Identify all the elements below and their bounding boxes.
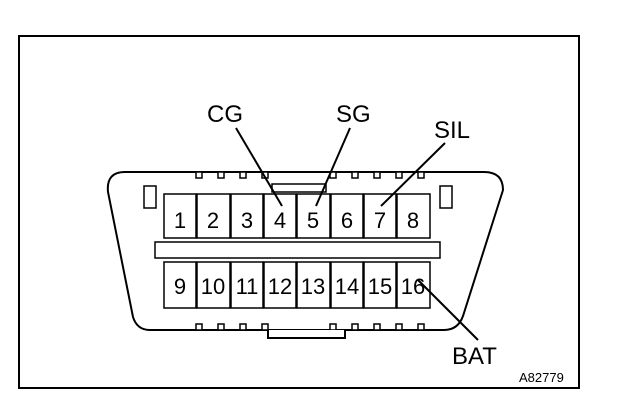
pin-number: 2 — [207, 208, 219, 233]
pin-number: 7 — [374, 208, 386, 233]
sil-label: SIL — [434, 117, 470, 144]
top-row-cells — [163, 193, 431, 239]
top-rib — [271, 183, 327, 193]
bat-leader-line — [417, 279, 479, 341]
sg-label: SG — [336, 101, 371, 128]
pin-number: 15 — [368, 274, 392, 299]
pin-number: 14 — [335, 274, 359, 299]
top-row-numbers: 1 2 3 4 5 6 7 8 — [174, 208, 419, 233]
bottom-tab — [267, 330, 346, 339]
sg-leader-line — [315, 127, 351, 207]
sil-leader-line — [380, 142, 446, 207]
pin-number: 8 — [407, 208, 419, 233]
pin-number: 1 — [174, 208, 186, 233]
diagram-frame — [18, 35, 580, 389]
center-divider — [154, 241, 441, 259]
pin-number: 6 — [341, 208, 353, 233]
pin-number: 12 — [268, 274, 292, 299]
cg-leader-line — [235, 127, 283, 207]
leader-lines — [235, 127, 479, 341]
bottom-row-numbers: 9 10 11 12 13 14 15 16 — [174, 274, 425, 299]
bottom-notches — [195, 323, 425, 331]
right-guide-slot — [439, 185, 453, 209]
pin-number: 9 — [174, 274, 186, 299]
bat-label: BAT — [452, 343, 497, 370]
pin-number: 4 — [274, 208, 286, 233]
cg-label: CG — [207, 101, 243, 128]
bottom-row-cells — [163, 261, 431, 309]
left-guide-slot — [143, 185, 157, 209]
pin-number: 13 — [301, 274, 325, 299]
pin-number: 10 — [201, 274, 225, 299]
pin-number: 11 — [236, 274, 259, 299]
pin-number: 16 — [401, 274, 425, 299]
figure-id: A82779 — [519, 370, 564, 385]
pin-number: 3 — [241, 208, 253, 233]
pin-number: 5 — [307, 208, 319, 233]
